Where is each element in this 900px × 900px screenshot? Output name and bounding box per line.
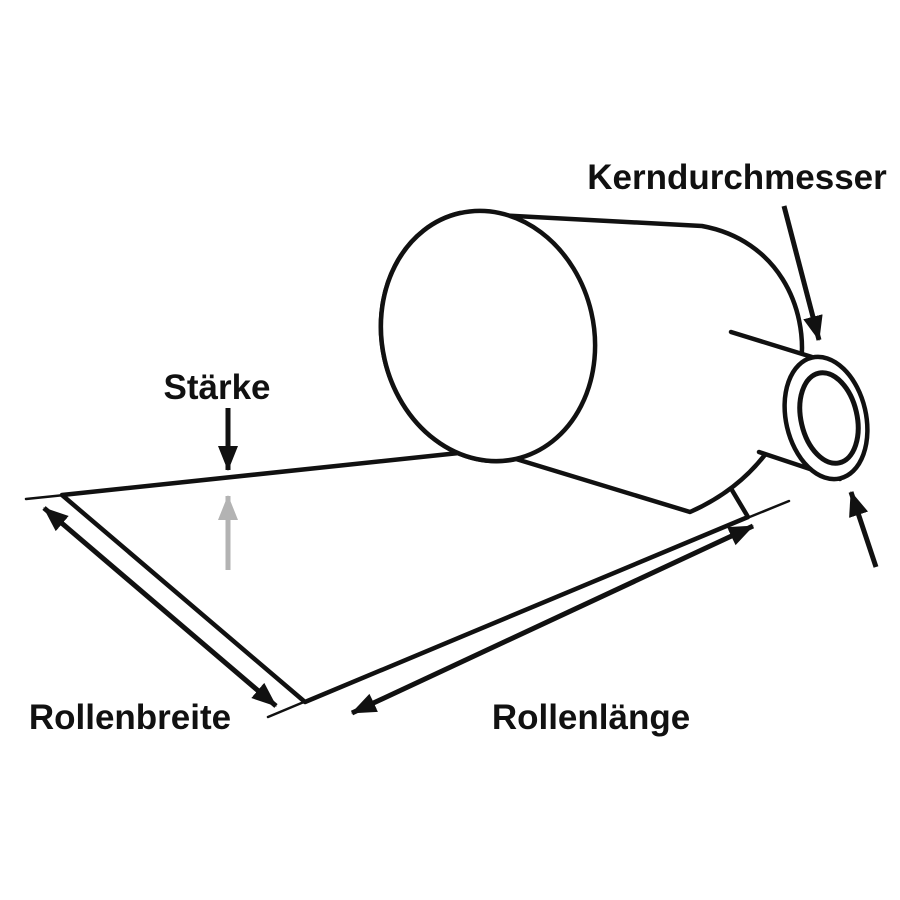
roll-width-label: Rollenbreite	[29, 698, 231, 737]
roll-width-arrow	[42, 506, 278, 708]
core-bottom-pointer-arrow	[848, 491, 879, 568]
thickness-label: Stärke	[163, 368, 270, 407]
core-top-edge	[728, 329, 815, 360]
extension-tick-right-corner	[728, 499, 791, 527]
core-diameter-pointer-arrow	[781, 205, 823, 341]
core-diameter-label: Kerndurchmesser	[587, 158, 887, 197]
extension-tick-left-corner	[24, 491, 86, 501]
extension-tick-bottom-corner	[266, 692, 325, 719]
roll-end-face	[378, 208, 598, 464]
core-hole	[797, 370, 861, 466]
roll-length-label: Rollenlänge	[492, 698, 690, 737]
roll-length-arrow	[350, 523, 755, 716]
